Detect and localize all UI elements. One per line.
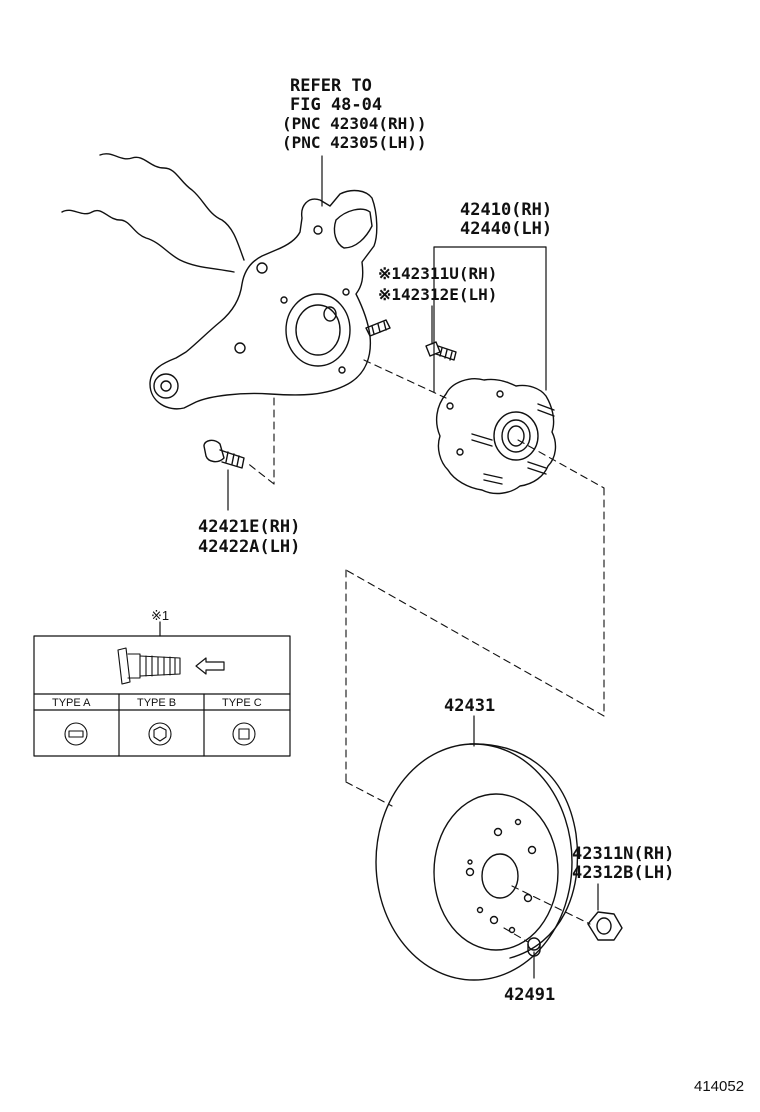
inset-marker: ※1 [151, 608, 170, 623]
brake-disc [375, 743, 579, 981]
hub-bearing-assembly [435, 378, 557, 495]
stud-label-lh: ※142312E(LH) [378, 285, 498, 304]
inset-type-a: TYPE A [52, 697, 91, 709]
assembly-dashed-lines [245, 359, 605, 943]
refer-line-4: (PNC 42305(LH)) [282, 133, 427, 152]
hub-label-lh: 42440(LH) [460, 219, 553, 239]
inset-type-b: TYPE B [137, 697, 177, 709]
refer-line-3: (PNC 42304(RH)) [282, 114, 427, 133]
disc-label: 42431 [444, 696, 496, 716]
stud-label-rh: ※142311U(RH) [378, 264, 498, 283]
bolt-label-lh: 42422A(LH) [198, 537, 301, 557]
hub-nut [587, 911, 623, 941]
plug-label: 42491 [504, 985, 556, 1005]
inset-arrow-icon [195, 657, 225, 675]
cutaway-cloud [61, 153, 245, 273]
hub-stud [425, 341, 457, 361]
figure-number: 414052 [694, 1078, 745, 1095]
type-c-symbol [232, 722, 256, 746]
nut-label-lh: 42312B(LH) [572, 863, 675, 883]
refer-line-1: REFER TO [290, 76, 372, 96]
knuckle-bolt [203, 439, 245, 469]
inset-type-c: TYPE C [222, 697, 262, 709]
type-a-symbol [64, 722, 88, 746]
refer-line-2: FIG 48-04 [290, 95, 383, 115]
nut-label-rh: 42311N(RH) [572, 844, 675, 864]
steering-knuckle [149, 189, 391, 410]
bolt-label-rh: 42421E(RH) [198, 517, 301, 537]
inset-stud-illustration [117, 647, 181, 685]
hub-label-rh: 42410(RH) [460, 200, 553, 220]
leader-lines [227, 155, 599, 979]
type-b-symbol [148, 722, 172, 746]
inset-frame [33, 621, 291, 757]
